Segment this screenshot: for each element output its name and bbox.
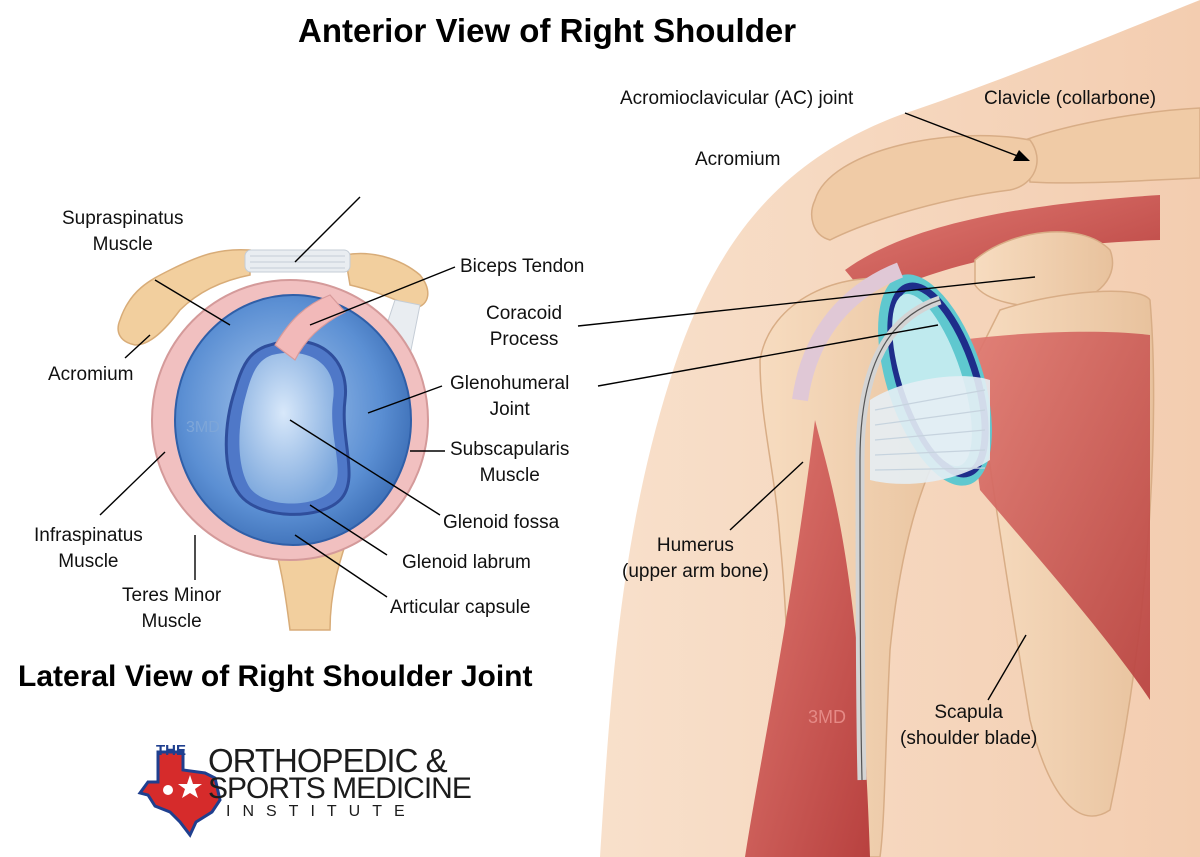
glenoid-fossa-label: Glenoid fossa: [443, 510, 559, 536]
watermark-lateral: 3MD: [186, 415, 220, 441]
teres-minor-label: Teres Minor Muscle: [122, 583, 221, 635]
acromium-anterior-label: Acromium: [695, 147, 781, 173]
anterior-view-title: Anterior View of Right Shoulder: [298, 12, 796, 50]
acromium-lateral-label: Acromium: [48, 362, 134, 388]
glenoid-fossa-lateral: [239, 353, 337, 504]
coracoid-label: Coracoid Process: [486, 301, 562, 353]
leader-infraspinatus: [100, 452, 165, 515]
lateral-view-title: Lateral View of Right Shoulder Joint: [18, 660, 533, 694]
ac-joint-label: Acromioclavicular (AC) joint: [620, 86, 853, 112]
scapula-label: Scapula (shoulder blade): [900, 700, 1037, 752]
clavicle-label: Clavicle (collarbone): [984, 86, 1156, 112]
biceps-tendon-label: Biceps Tendon: [460, 254, 584, 280]
runner-icon: [163, 785, 173, 795]
lateral-shoulder-art: [118, 250, 428, 630]
articular-capsule-label: Articular capsule: [390, 595, 530, 621]
supraspinatus-label: Supraspinatus Muscle: [62, 206, 183, 258]
logo-line-3: INSTITUTE: [226, 803, 417, 821]
logo-the: THE: [156, 742, 186, 759]
infraspinatus-label: Infraspinatus Muscle: [34, 523, 143, 575]
glenoid-labrum-label: Glenoid labrum: [402, 550, 531, 576]
coracoacromial-ligament: [245, 250, 350, 272]
watermark-anterior: 3MD: [808, 704, 846, 730]
humerus-label: Humerus (upper arm bone): [622, 533, 769, 585]
glenohumeral-label: Glenohumeral Joint: [450, 371, 569, 423]
subscapularis-label: Subscapularis Muscle: [450, 437, 569, 489]
logo-line-2: SPORTS MEDICINE: [208, 772, 471, 806]
